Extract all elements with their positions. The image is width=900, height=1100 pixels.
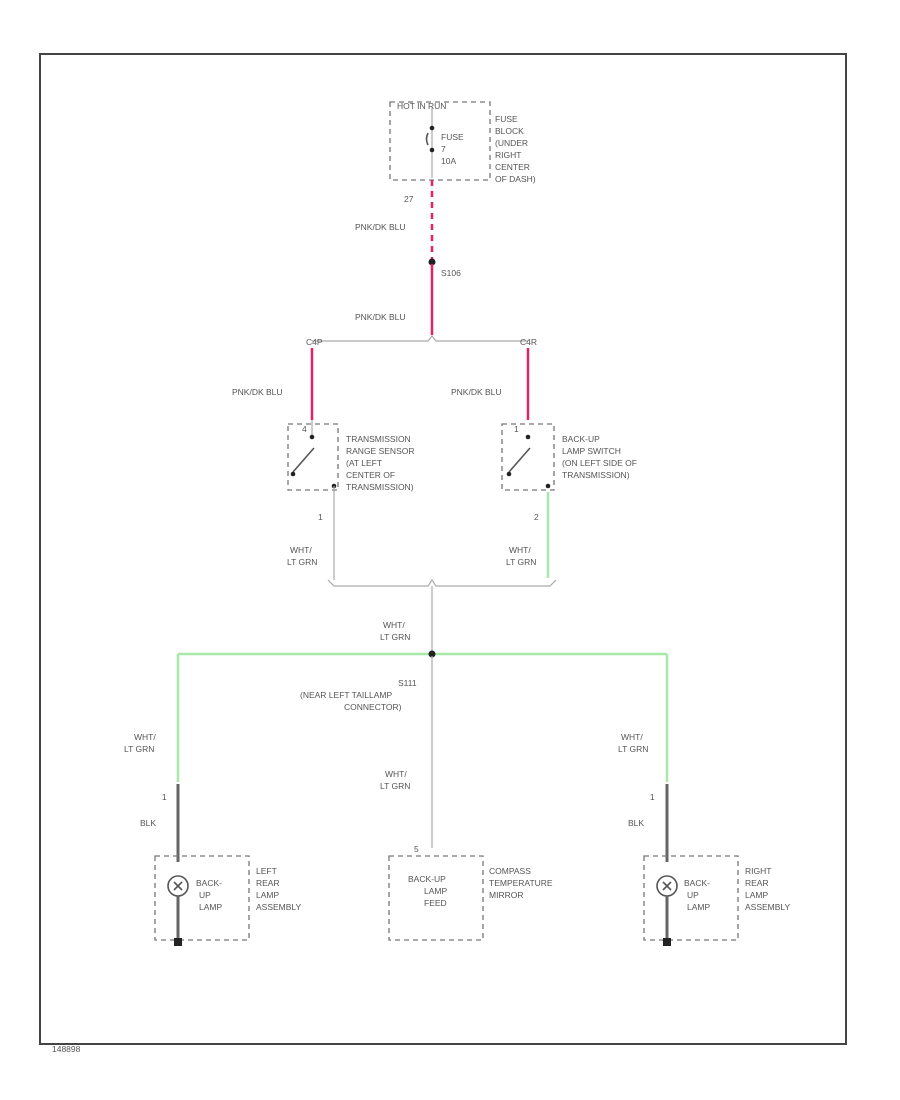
location-line: RIGHT — [745, 866, 771, 876]
lamp-ground-wire: BLK — [140, 818, 156, 828]
wire-label: PNK/DK BLU — [232, 387, 283, 397]
location-line: RIGHT — [495, 150, 521, 160]
fuse-label-line: 10A — [441, 156, 456, 166]
sensor-box — [287, 423, 339, 491]
lamp-label: LAMP — [199, 902, 222, 912]
location-line: MIRROR — [489, 890, 523, 900]
lamp-label: BACK- — [196, 878, 222, 888]
lamp-label: UP — [687, 890, 699, 900]
connector-c4r: C4R — [520, 337, 537, 347]
wire-label: WHT/ — [134, 732, 156, 742]
switch-pin-top: 1 — [514, 424, 519, 434]
transmission-range-sensor: 4 1 — [287, 420, 339, 522]
wire-label: WHT/ — [509, 545, 531, 555]
switch-location: BACK-UP LAMP SWITCH (ON LEFT SIDE OF TRA… — [562, 434, 637, 480]
connector-c4p: C4P — [306, 337, 323, 347]
sensor-pin-bottom: 1 — [318, 512, 323, 522]
splice-s111-label: CONNECTOR) — [344, 702, 402, 712]
splice-s111-dot — [428, 650, 436, 658]
wire-label: LT GRN — [124, 744, 154, 754]
lamp-box — [643, 855, 739, 941]
wire-label: WHT/ — [385, 769, 407, 779]
location-line: TRANSMISSION — [346, 434, 411, 444]
lamp-box — [154, 855, 250, 941]
wire-label: WHT/ — [383, 620, 405, 630]
mirror-feed-label: FEED — [424, 898, 447, 908]
location-line: ASSEMBLY — [745, 902, 791, 912]
wire-label: PNK/DK BLU — [355, 312, 406, 322]
wire-label: LT GRN — [287, 557, 317, 567]
fuse-block-location: FUSE BLOCK (UNDER RIGHT CENTER OF DASH) — [495, 114, 536, 184]
location-line: OF DASH) — [495, 174, 536, 184]
fuse-block-box — [389, 101, 491, 181]
merge-bus — [327, 578, 557, 587]
mirror-location: COMPASS TEMPERATURE MIRROR — [489, 866, 553, 900]
left-rear-lamp: 1 BLK BACK- UP LAMP — [140, 784, 250, 946]
location-line: RANGE SENSOR — [346, 446, 415, 456]
wire-label: LT GRN — [506, 557, 536, 567]
location-line: CENTER — [495, 162, 530, 172]
wire-label: PNK/DK BLU — [451, 387, 502, 397]
lamp-label: BACK- — [684, 878, 710, 888]
switch-pin-bottom: 2 — [534, 512, 539, 522]
location-line: FUSE — [495, 114, 518, 124]
location-line: (ON LEFT SIDE OF — [562, 458, 637, 468]
mirror-feed-label: LAMP — [424, 886, 447, 896]
location-line: REAR — [745, 878, 769, 888]
location-line: (UNDER — [495, 138, 528, 148]
mirror-pin: 5 — [414, 844, 419, 854]
backup-lamp-switch: 1 2 — [501, 423, 555, 522]
location-line: LAMP — [745, 890, 768, 900]
mirror-feed-label: BACK-UP — [408, 874, 446, 884]
location-line: LEFT — [256, 866, 277, 876]
location-line: CENTER OF — [346, 470, 395, 480]
location-line: TEMPERATURE — [489, 878, 553, 888]
figure-id: 148898 — [52, 1044, 81, 1054]
wire-label: LT GRN — [380, 781, 410, 791]
wire-label: LT GRN — [618, 744, 648, 754]
wire-label: LT GRN — [380, 632, 410, 642]
branch-bus — [312, 335, 528, 342]
sensor-location: TRANSMISSION RANGE SENSOR (AT LEFT CENTE… — [346, 434, 415, 492]
fuse-hot-in-run-label: HOT IN RUN — [397, 101, 446, 111]
location-line: LAMP SWITCH — [562, 446, 621, 456]
wire-label: WHT/ — [621, 732, 643, 742]
lamp-pin: 1 — [162, 792, 167, 802]
right-rear-lamp: 1 BLK BACK- UP LAMP — [628, 784, 739, 946]
location-line: TRANSMISSION) — [346, 482, 414, 492]
lamp-label: LAMP — [687, 902, 710, 912]
location-line: TRANSMISSION) — [562, 470, 630, 480]
lamp-pin: 1 — [650, 792, 655, 802]
switch-box — [501, 423, 555, 491]
lamp-label: UP — [199, 890, 211, 900]
location-line: LAMP — [256, 890, 279, 900]
splice-s111-label: (NEAR LEFT TAILLAMP — [300, 690, 392, 700]
left-lamp-location: LEFT REAR LAMP ASSEMBLY — [256, 866, 302, 912]
location-line: COMPASS — [489, 866, 531, 876]
location-line: REAR — [256, 878, 280, 888]
wire-label: WHT/ — [290, 545, 312, 555]
location-line: BACK-UP — [562, 434, 600, 444]
fuse-label-line: 7 — [441, 144, 446, 154]
splice-s106-dot — [428, 258, 436, 266]
right-lamp-location: RIGHT REAR LAMP ASSEMBLY — [745, 866, 791, 912]
diagram-frame — [39, 53, 847, 1045]
compass-temperature-mirror: 5 BACK-UP LAMP FEED — [388, 844, 484, 941]
switch-contact — [292, 447, 315, 473]
mirror-box — [388, 855, 484, 941]
location-line: (AT LEFT — [346, 458, 382, 468]
splice-s106-label: S106 — [441, 268, 461, 278]
sensor-pin-top: 4 — [302, 424, 307, 434]
fuse-pin-label: 27 — [404, 194, 414, 204]
lamp-ground-wire: BLK — [628, 818, 644, 828]
wire-label: PNK/DK BLU — [355, 222, 406, 232]
location-line: BLOCK — [495, 126, 524, 136]
location-line: ASSEMBLY — [256, 902, 302, 912]
fuse-label-line: FUSE — [441, 132, 464, 142]
switch-contact — [508, 447, 531, 473]
splice-s111-label: S111 — [398, 678, 417, 688]
fuse-block: HOT IN RUN FUSE 7 10A 27 — [389, 101, 491, 204]
